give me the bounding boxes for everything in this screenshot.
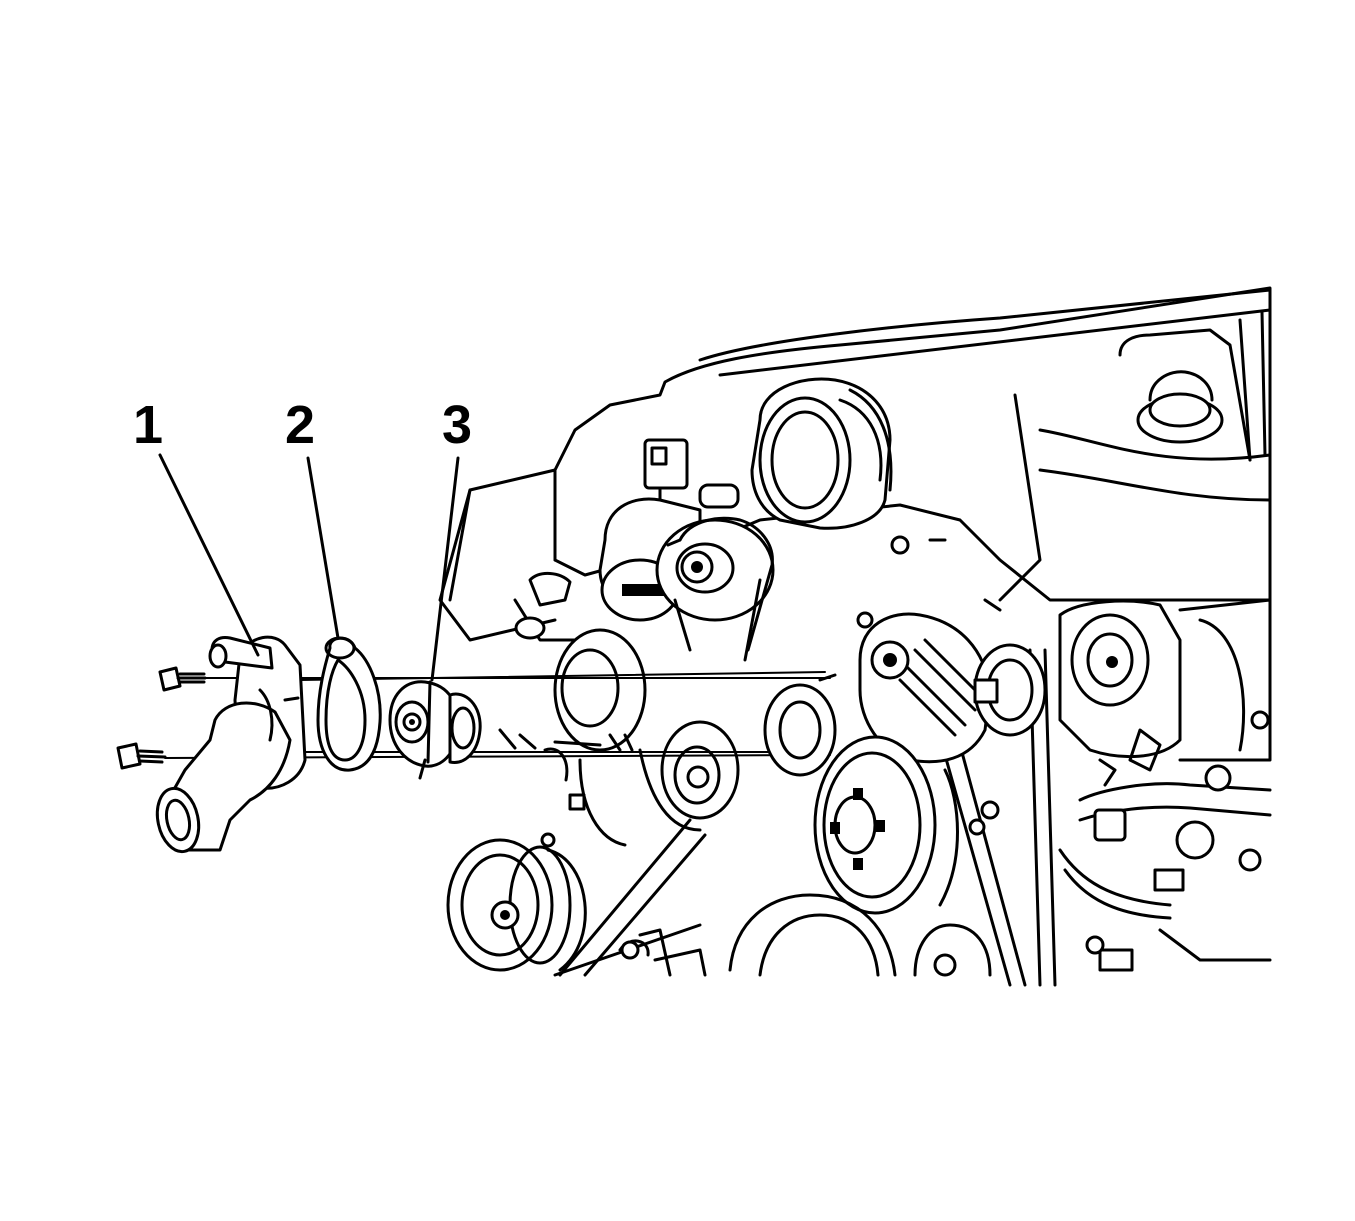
housing-bolts	[116, 666, 207, 770]
bolt-upper	[158, 666, 207, 692]
crank-pulley	[813, 735, 959, 915]
callout-2: 2	[285, 395, 340, 640]
thermostat	[388, 680, 482, 780]
idler-pulley-upper	[655, 518, 775, 622]
engine-assembly	[438, 286, 1272, 987]
middle-idlers	[543, 628, 740, 847]
leader-line-3	[430, 456, 460, 682]
thermostat-housing	[155, 635, 307, 854]
drive-belt	[553, 516, 1057, 987]
water-pump-housing	[1058, 598, 1272, 762]
engine-thermostat-port	[498, 673, 837, 777]
callout-label-1: 1	[133, 395, 163, 455]
callout-1: 1	[133, 395, 260, 657]
lower-right-components	[1058, 710, 1272, 972]
callout-3: 3	[430, 395, 472, 682]
misc-bolts	[540, 535, 1002, 960]
leader-line-1	[158, 453, 260, 657]
callout-label-3: 3	[442, 395, 472, 455]
power-steering-pulley	[446, 838, 587, 972]
callout-label-2: 2	[285, 395, 315, 455]
leader-line-2	[306, 456, 340, 640]
bolt-lower	[116, 742, 167, 770]
thermostat-gasket	[316, 636, 382, 772]
